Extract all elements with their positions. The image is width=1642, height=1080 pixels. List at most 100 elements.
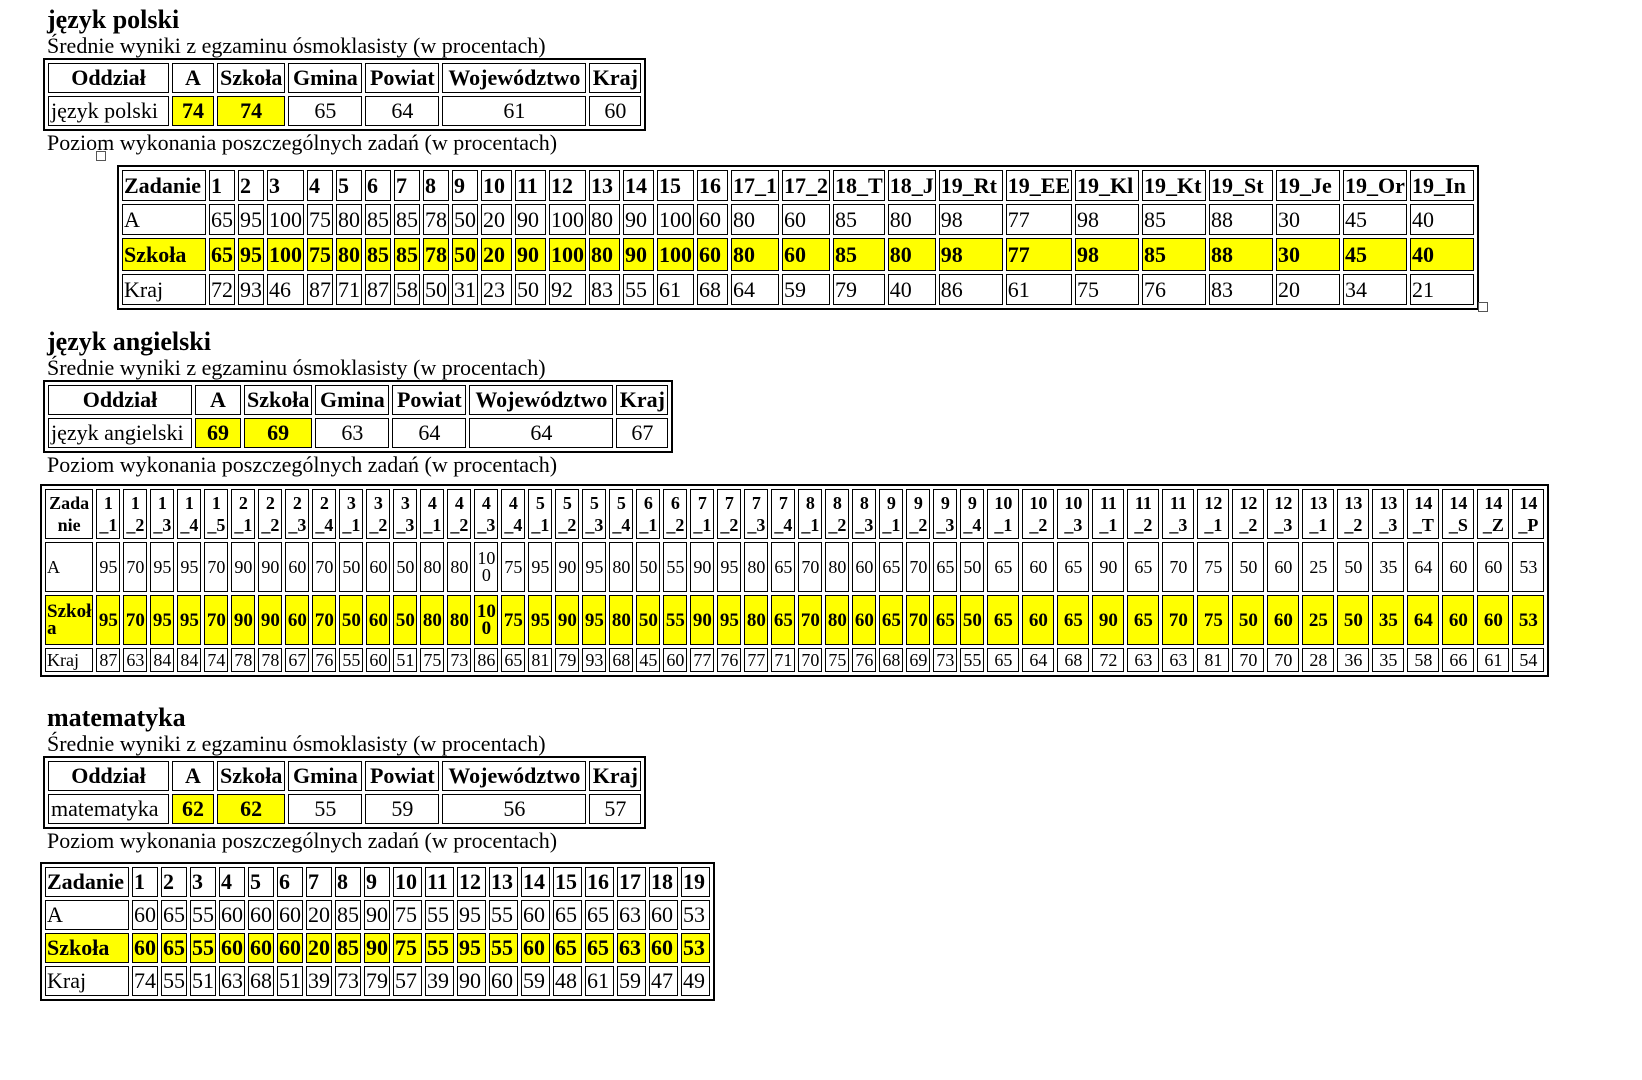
task-number-cell-line-2: _3	[288, 515, 307, 535]
task-value-cell: 92	[549, 274, 586, 305]
task-number-cell-line-2: _2	[1134, 515, 1153, 535]
task-value-cell-line-1: 80	[827, 609, 847, 631]
task-number-cell: 10	[393, 867, 422, 897]
task-number-cell-line-2: _2	[828, 515, 847, 535]
task-value-cell-line-1: 50	[638, 609, 658, 631]
task-number-cell: 10_3	[1057, 489, 1090, 539]
task-value-cell: 60	[219, 900, 245, 930]
row-label: A	[122, 204, 206, 235]
task-value-cell: 20	[481, 238, 512, 271]
task-value-cell-line-1: 95	[153, 556, 172, 577]
task-value-cell: 85	[833, 238, 885, 271]
task-value-cell: 50	[515, 274, 546, 305]
avg-header-cell: Powiat	[392, 385, 467, 415]
task-value-cell: 80	[589, 204, 620, 235]
task-value-cell: 58	[394, 274, 420, 305]
task-number-cell: 9	[364, 867, 390, 897]
task-number-cell-line-1: 12	[1239, 493, 1258, 513]
task-number-cell-line-1: 13	[1379, 493, 1398, 513]
task-value-cell: 60	[852, 595, 877, 645]
task-value-cell: 98	[1075, 238, 1140, 271]
task-number-cell-line-1: 2	[319, 493, 329, 513]
task-value-cell-line-1: 50	[639, 556, 658, 577]
task-number-cell-line-1: 1	[211, 493, 221, 513]
table-move-handle-icon[interactable]	[96, 151, 106, 161]
task-value-cell: 87	[96, 648, 121, 672]
row-label-line-2: a	[47, 618, 57, 639]
task-value-cell: 90	[555, 595, 580, 645]
task-value-cell-line-1: 65	[774, 556, 793, 577]
task-value-cell: 65	[987, 595, 1020, 645]
task-number-cell-line-2: _3	[936, 515, 955, 535]
task-value-cell: 68	[609, 648, 634, 672]
task-value-cell: 60	[219, 933, 245, 963]
task-value-cell: 76	[717, 648, 742, 672]
task-value-cell: 75	[501, 542, 526, 592]
task-number-cell: 5	[336, 170, 362, 201]
section-title: język angielski	[47, 327, 211, 356]
task-value-cell: 80	[336, 204, 362, 235]
task-value-cell-line-1: 95	[720, 556, 739, 577]
row-label: A	[45, 542, 94, 592]
task-value-cell-line-1: 95	[99, 556, 118, 577]
task-value-cell: 90	[258, 595, 283, 645]
task-value-cell: 73	[447, 648, 472, 672]
task-number-cell-line-1: 12	[1204, 493, 1223, 513]
task-number-cell-line-2: _4	[774, 515, 793, 535]
row-label: Kraj	[45, 648, 94, 672]
task-value-cell-line-1: 70	[206, 609, 226, 631]
task-value-cell: 60	[663, 648, 688, 672]
task-value-cell: 61	[657, 274, 694, 305]
task-value-cell: 75	[393, 933, 422, 963]
task-number-cell-line-1: 9	[967, 493, 977, 513]
task-number-cell-line-1: 1	[130, 493, 140, 513]
task-value-cell: 98	[938, 204, 1003, 235]
task-value-cell: 86	[938, 274, 1003, 305]
task-number-cell-line-2: _3	[747, 515, 766, 535]
task-number-cell-line-2: _S	[1448, 515, 1468, 535]
task-value-cell-line-1: 25	[1308, 609, 1328, 631]
task-value-cell: 68	[697, 274, 728, 305]
task-value-cell: 100	[267, 204, 304, 235]
task-number-cell: 5_2	[555, 489, 580, 539]
task-value-cell: 77	[1005, 238, 1073, 271]
task-value-cell: 68	[1057, 648, 1090, 672]
task-value-cell: 95	[238, 238, 264, 271]
task-value-cell: 70	[1162, 542, 1195, 592]
task-number-cell-line-2: _4	[180, 515, 199, 535]
task-value-cell: 25	[1302, 542, 1335, 592]
task-value-cell-line-1: 50	[1344, 556, 1363, 577]
task-number-cell-line-2: _T	[1412, 515, 1434, 535]
task-value-cell: 60	[521, 933, 550, 963]
task-value-cell: 34	[1343, 274, 1408, 305]
section-angielski: język angielski Średnie wyniki z egzamin…	[43, 327, 674, 477]
task-value-cell: 64	[731, 274, 779, 305]
task-value-cell: 63	[219, 966, 245, 996]
task-value-cell: 63	[617, 933, 646, 963]
task-number-cell: 12_1	[1197, 489, 1230, 539]
task-number-cell-line-1: 14	[1414, 493, 1433, 513]
task-value-cell-line-1: 60	[1448, 609, 1468, 631]
table-resize-handle-icon[interactable]	[1478, 302, 1488, 312]
task-value-cell: 53	[1512, 542, 1545, 592]
task-value-cell: 80	[731, 238, 779, 271]
row-label: Zadanie	[45, 867, 129, 897]
task-number-cell: 9_1	[879, 489, 904, 539]
task-value-cell: 95	[582, 542, 607, 592]
task-value-cell: 60	[1442, 542, 1475, 592]
task-value-cell: 58	[1407, 648, 1440, 672]
task-value-cell: 74	[132, 966, 158, 996]
task-value-cell: 95	[96, 542, 121, 592]
task-number-cell-line-1: 11	[1099, 493, 1117, 513]
task-number-cell: 19_Or	[1343, 170, 1408, 201]
task-value-cell: 90	[623, 238, 654, 271]
task-value-cell: 95	[528, 542, 553, 592]
task-value-cell-line-1: 35	[1379, 556, 1398, 577]
task-value-cell: 70	[1232, 648, 1265, 672]
task-value-cell-line-1: 70	[125, 609, 145, 631]
task-number-cell-line-1: 9	[886, 493, 896, 513]
